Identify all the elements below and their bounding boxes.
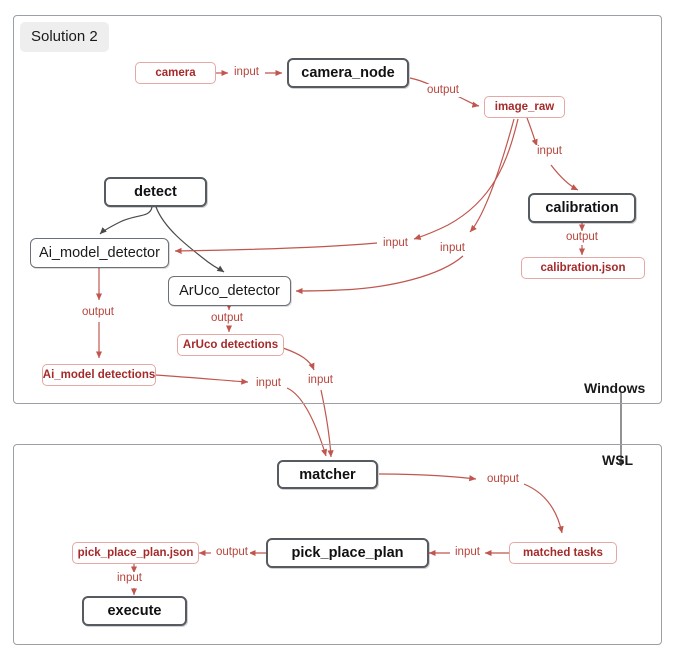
edge-label-matcher-to-matched-tasks: output	[485, 473, 521, 486]
node-pick-place-plan[interactable]: pick_place_plan	[266, 538, 429, 568]
edge-label-plan-to-json: output	[214, 546, 250, 559]
edge-label-aruco-detector-output: output	[209, 312, 245, 325]
edge-label-calibration-to-json: output	[564, 231, 600, 244]
container-wsl	[13, 444, 662, 645]
node-calibration[interactable]: calibration	[528, 193, 636, 223]
solution-tag: Solution 2	[20, 22, 109, 52]
zone-label-wsl: WSL	[602, 452, 634, 468]
zone-label-windows: Windows	[584, 380, 646, 396]
node-ai-model-detector[interactable]: Ai_model_detector	[30, 238, 169, 268]
node-aruco-detections[interactable]: ArUco detections	[177, 334, 284, 356]
node-matcher[interactable]: matcher	[277, 460, 378, 489]
node-calibration-json[interactable]: calibration.json	[521, 257, 645, 279]
container-windows	[13, 15, 662, 404]
edge-label-image-raw-to-aruco-detector: input	[438, 242, 467, 255]
edge-label-image-raw-to-ai-model-detector: input	[381, 237, 410, 250]
edge-label-matched-tasks-to-plan: input	[453, 546, 482, 559]
edge-label-aruco-detections-to-matcher: input	[306, 374, 335, 387]
edge-label-camera-to-camera-node: input	[232, 66, 261, 79]
edge-label-ai-detections-to-matcher: input	[254, 377, 283, 390]
node-pick-place-plan-json[interactable]: pick_place_plan.json	[72, 542, 199, 564]
edge-label-image-raw-to-calibration: input	[535, 145, 564, 158]
node-camera-node[interactable]: camera_node	[287, 58, 409, 88]
node-camera[interactable]: camera	[135, 62, 216, 84]
node-image-raw[interactable]: image_raw	[484, 96, 565, 118]
node-detect[interactable]: detect	[104, 177, 207, 207]
node-ai-model-detections[interactable]: Ai_model detections	[42, 364, 156, 386]
edge-label-camera-node-to-image-raw: output	[425, 84, 461, 97]
node-aruco-detector[interactable]: ArUco_detector	[168, 276, 291, 306]
edge-label-ai-model-detector-output: output	[80, 306, 116, 319]
node-matched-tasks[interactable]: matched tasks	[509, 542, 617, 564]
node-execute[interactable]: execute	[82, 596, 187, 626]
edge-label-json-to-execute: input	[115, 572, 144, 585]
